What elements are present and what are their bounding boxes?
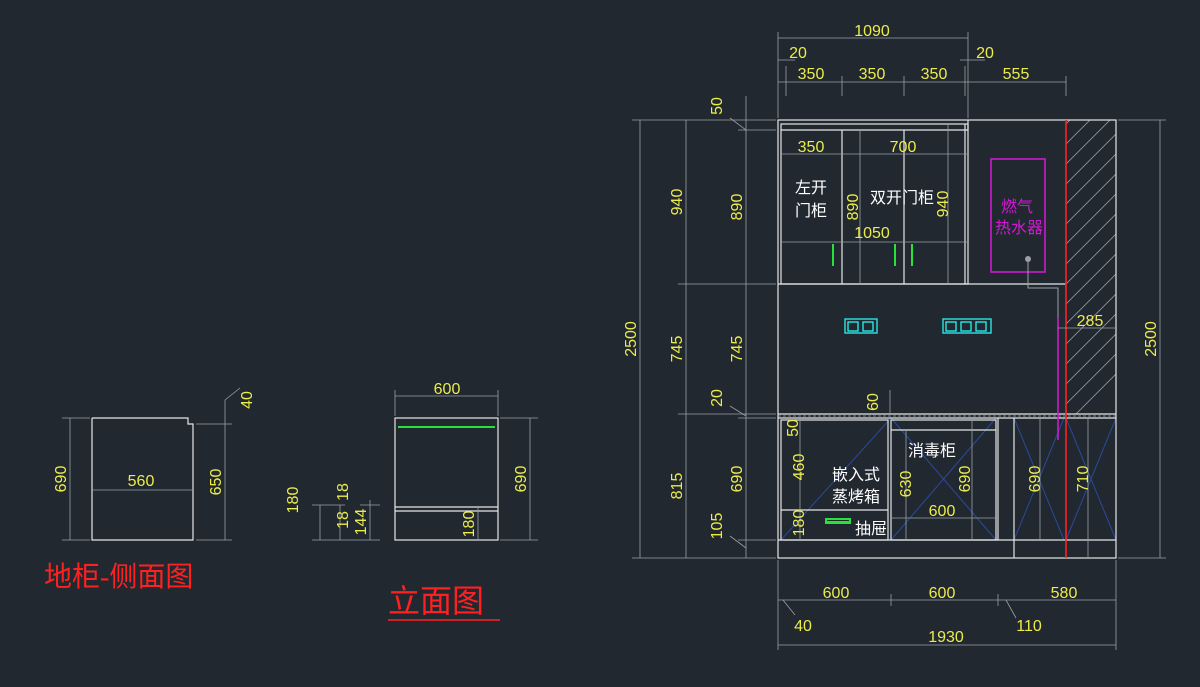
dim-in-630: 630 xyxy=(898,471,915,498)
dim-in-460: 460 xyxy=(791,454,808,481)
dim-mid-144: 144 xyxy=(353,509,370,536)
socket-right xyxy=(942,318,992,334)
dim-left-2500: 2500 xyxy=(623,321,640,357)
dim-left-20: 20 xyxy=(709,389,726,407)
dim-in-690b: 690 xyxy=(1027,466,1044,493)
dim-top-350c: 350 xyxy=(921,66,948,83)
dim-in-60: 60 xyxy=(865,393,882,411)
dim-in-1050: 1050 xyxy=(854,225,890,242)
label-sterilizer: 消毒柜 xyxy=(908,442,956,460)
dim-mid-180: 180 xyxy=(285,487,302,514)
dim-front-690: 690 xyxy=(513,466,530,493)
cabinet-door-diagonals xyxy=(780,417,1117,541)
side-view: 690 560 650 40 地柜-侧面图 xyxy=(44,387,256,593)
label-left-door-1: 左开 xyxy=(795,179,827,197)
label-steam-oven-2: 蒸烤箱 xyxy=(832,488,880,506)
dim-front-180: 180 xyxy=(461,511,478,538)
dim-side-650: 650 xyxy=(208,469,225,496)
label-water-heater-1: 燃气 xyxy=(1001,198,1033,216)
dim-left-50: 50 xyxy=(709,97,726,115)
dim-in-940: 940 xyxy=(935,191,952,218)
dim-in-285: 285 xyxy=(1077,313,1104,330)
front-view: 600 690 180 立面图 xyxy=(388,381,538,621)
label-left-door-2: 门柜 xyxy=(795,202,827,220)
dim-in-710: 710 xyxy=(1075,466,1092,493)
dim-bot-600b: 600 xyxy=(929,585,956,602)
dim-leader xyxy=(729,405,747,417)
dim-in-50: 50 xyxy=(785,419,802,437)
dim-left-745a: 745 xyxy=(669,336,686,363)
dim-leader xyxy=(782,599,796,616)
elevation-outline xyxy=(777,119,1117,559)
dim-bot-600a: 600 xyxy=(823,585,850,602)
dim-left-745b: 745 xyxy=(729,336,746,363)
label-double-door: 双开门柜 xyxy=(870,189,934,207)
main-elevation: 左开 门柜 双开门柜 燃气 热水器 嵌入式 蒸烤箱 消毒柜 抽屉 350 700… xyxy=(623,23,1166,650)
dim-left-940: 940 xyxy=(669,189,686,216)
side-cabinet-outline xyxy=(91,417,194,541)
dim-leader xyxy=(1005,599,1017,619)
wall-hatch xyxy=(1066,120,1116,414)
label-water-heater-2: 热水器 xyxy=(995,219,1043,237)
drawer-handle-box xyxy=(825,518,851,524)
dim-side-560: 560 xyxy=(128,473,155,490)
dim-side-690: 690 xyxy=(53,466,70,493)
dim-top-20-right: 20 xyxy=(976,45,994,62)
dim-in-700: 700 xyxy=(890,139,917,156)
middle-dimension-stack: 180 18 18 144 xyxy=(285,483,380,541)
label-steam-oven-1: 嵌入式 xyxy=(832,466,880,484)
dim-front-600: 600 xyxy=(434,381,461,398)
water-heater-box xyxy=(990,158,1046,273)
socket-left xyxy=(844,318,878,334)
dim-mid-18b: 18 xyxy=(335,483,352,501)
dim-top-20-left: 20 xyxy=(789,45,807,62)
dim-in-600: 600 xyxy=(929,503,956,520)
dim-bot-580: 580 xyxy=(1051,585,1078,602)
dim-leader xyxy=(224,387,241,401)
dim-mid-18a: 18 xyxy=(335,511,352,529)
dim-in-690a: 690 xyxy=(957,466,974,493)
dim-side-40: 40 xyxy=(239,391,256,409)
side-view-title: 地柜-侧面图 xyxy=(44,561,193,593)
dim-top-1090: 1090 xyxy=(854,23,890,40)
dim-leader xyxy=(729,117,747,131)
dim-bot-1930: 1930 xyxy=(928,629,964,646)
dim-in-180: 180 xyxy=(791,510,808,537)
front-view-title: 立面图 xyxy=(388,583,484,619)
dim-left-105: 105 xyxy=(709,513,726,540)
dim-top-350a: 350 xyxy=(798,66,825,83)
dim-left-890: 890 xyxy=(729,194,746,221)
front-cabinet-outline xyxy=(394,417,499,541)
dim-leader xyxy=(729,535,747,549)
dim-bot-40: 40 xyxy=(794,618,812,635)
dim-top-555: 555 xyxy=(1003,66,1030,83)
dim-left-815: 815 xyxy=(669,473,686,500)
dim-in-350: 350 xyxy=(798,139,825,156)
label-drawer: 抽屉 xyxy=(855,520,887,538)
dim-left-690: 690 xyxy=(729,466,746,493)
dim-bot-110: 110 xyxy=(1016,618,1042,635)
dim-in-890: 890 xyxy=(845,194,862,221)
dim-right-2500: 2500 xyxy=(1143,321,1160,357)
dim-top-350b: 350 xyxy=(859,66,886,83)
